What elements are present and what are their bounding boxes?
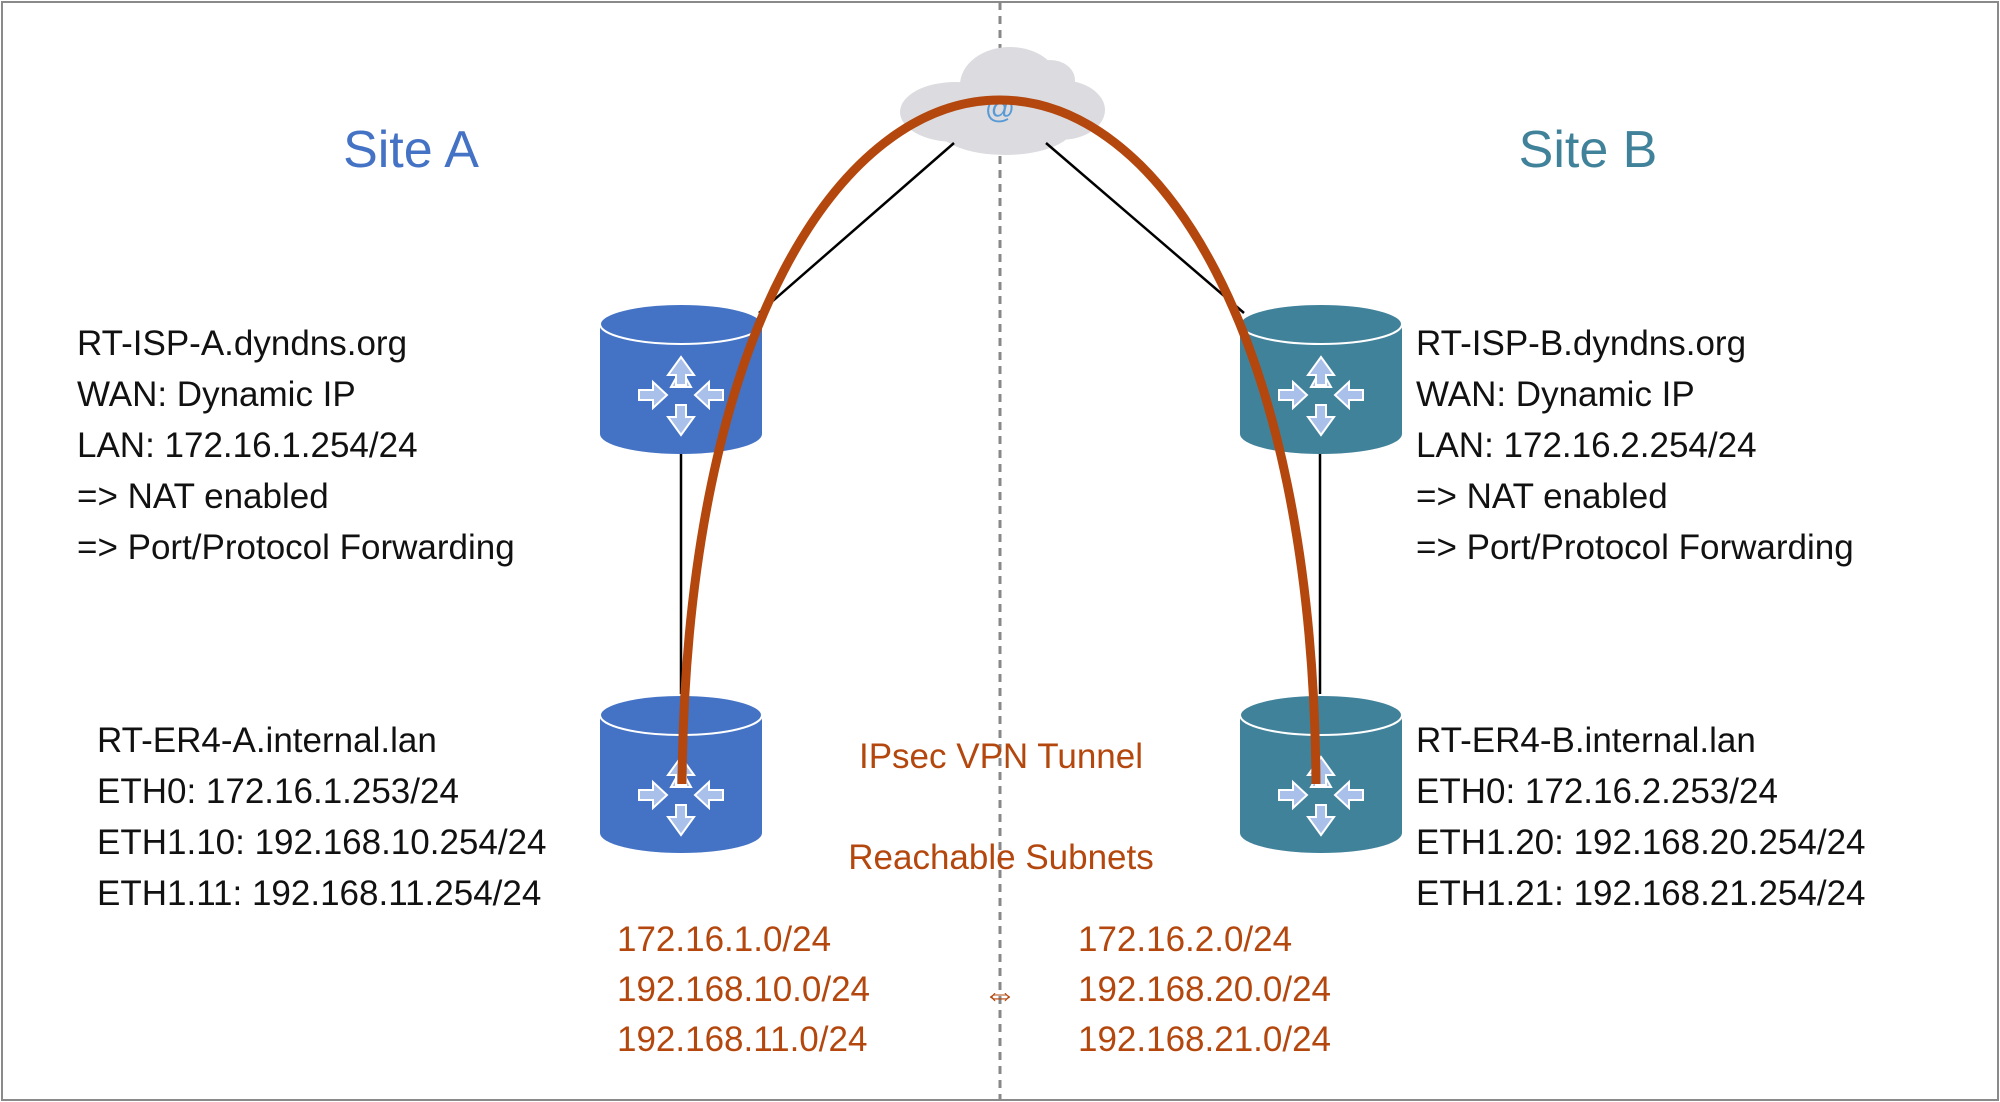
- site-a-subnets: 172.16.1.0/24 192.168.10.0/24 192.168.11…: [617, 915, 870, 1065]
- isp-a-wan: WAN: Dynamic IP: [77, 375, 356, 414]
- link-isp-b-cloud: [1045, 142, 1245, 314]
- link-isp-a-cloud: [758, 142, 955, 314]
- isp-b-lan: LAN: 172.16.2.254/24: [1416, 426, 1757, 465]
- router-icon-er4-b: [1239, 694, 1403, 853]
- isp-a-lan: LAN: 172.16.1.254/24: [77, 426, 418, 465]
- er4-b-eth1-20: ETH1.20: 192.168.20.254/24: [1416, 823, 1866, 862]
- site-b-subnets: 172.16.2.0/24 192.168.20.0/24 192.168.21…: [1078, 915, 1331, 1065]
- subnet-item: 172.16.1.0/24: [617, 920, 832, 959]
- subnet-item: 192.168.10.0/24: [617, 970, 871, 1009]
- bidirectional-arrow-icon: ⇔: [983, 975, 1017, 1013]
- isp-a-info: RT-ISP-A.dyndns.org WAN: Dynamic IP LAN:…: [77, 318, 515, 573]
- subnet-item: 192.168.21.0/24: [1078, 1020, 1332, 1059]
- isp-b-nat: => NAT enabled: [1416, 477, 1668, 516]
- subnet-item: 192.168.11.0/24: [617, 1020, 868, 1059]
- isp-b-wan: WAN: Dynamic IP: [1416, 375, 1695, 414]
- isp-b-info: RT-ISP-B.dyndns.org WAN: Dynamic IP LAN:…: [1416, 318, 1854, 573]
- ipsec-tunnel-arc: [677, 95, 1321, 785]
- subnets-label: Reachable Subnets: [848, 838, 1154, 877]
- er4-b-hostname: RT-ER4-B.internal.lan: [1416, 721, 1756, 760]
- er4-a-eth0: ETH0: 172.16.1.253/24: [97, 772, 459, 811]
- er4-a-eth1-10: ETH1.10: 192.168.10.254/24: [97, 823, 547, 862]
- er4-a-info: RT-ER4-A.internal.lan ETH0: 172.16.1.253…: [97, 715, 547, 919]
- er4-a-hostname: RT-ER4-A.internal.lan: [97, 721, 437, 760]
- router-icon-isp-a: [599, 303, 763, 454]
- site-a-title: Site A: [343, 121, 479, 179]
- isp-a-hostname: RT-ISP-A.dyndns.org: [77, 324, 408, 363]
- er4-b-info: RT-ER4-B.internal.lan ETH0: 172.16.2.253…: [1416, 715, 1866, 919]
- isp-b-hostname: RT-ISP-B.dyndns.org: [1416, 324, 1747, 363]
- tunnel-label: IPsec VPN Tunnel: [858, 737, 1144, 776]
- er4-b-eth0: ETH0: 172.16.2.253/24: [1416, 772, 1778, 811]
- er4-b-eth1-21: ETH1.21: 192.168.21.254/24: [1416, 874, 1866, 913]
- subnet-item: 172.16.2.0/24: [1078, 920, 1293, 959]
- isp-a-forwarding: => Port/Protocol Forwarding: [77, 528, 515, 567]
- isp-a-nat: => NAT enabled: [77, 477, 329, 516]
- subnet-item: 192.168.20.0/24: [1078, 970, 1332, 1009]
- isp-b-forwarding: => Port/Protocol Forwarding: [1416, 528, 1854, 567]
- site-b-title: Site B: [1518, 121, 1658, 179]
- er4-a-eth1-11: ETH1.11: 192.168.11.254/24: [97, 874, 542, 913]
